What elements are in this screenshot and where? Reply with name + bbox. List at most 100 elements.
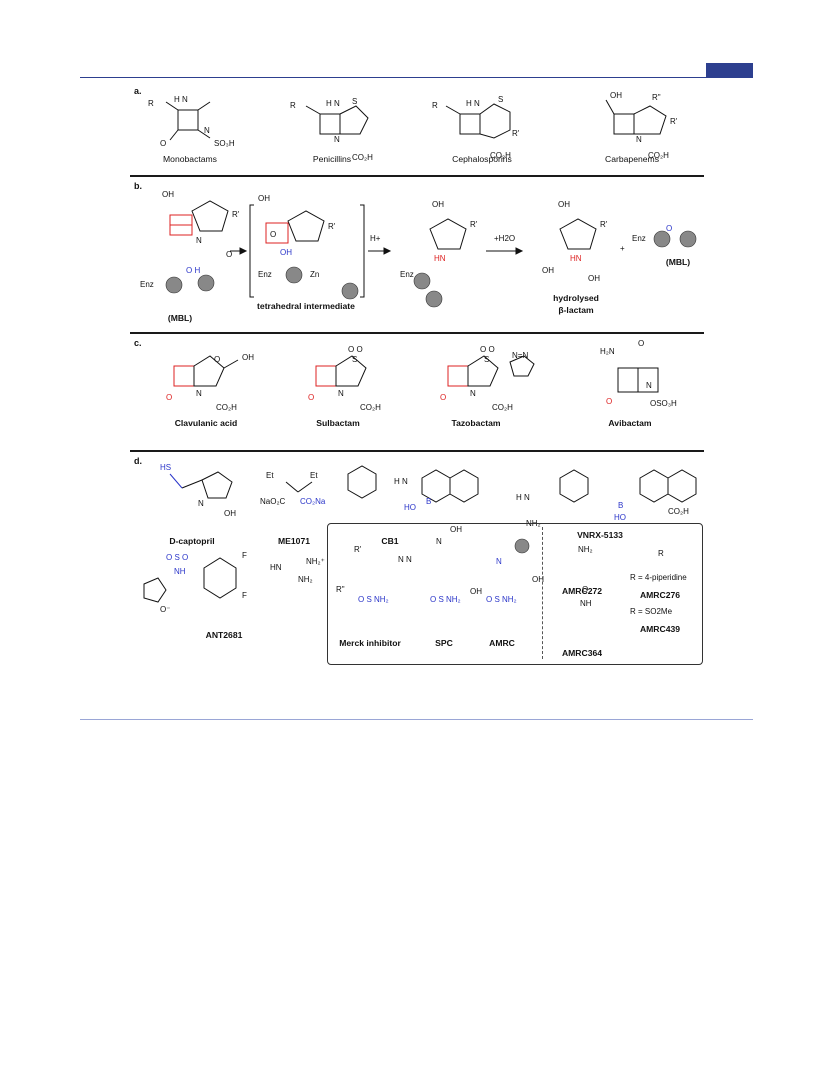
panel-b-label: b. bbox=[134, 181, 142, 191]
caption-d-captopril: D-captopril bbox=[169, 536, 215, 546]
svg-text:N: N bbox=[334, 135, 340, 144]
svg-text:CO₂H: CO₂H bbox=[668, 507, 689, 516]
svg-text:R': R' bbox=[670, 117, 678, 126]
svg-text:N: N bbox=[470, 389, 476, 398]
svg-text:Enz: Enz bbox=[140, 280, 154, 289]
svg-text:R': R' bbox=[512, 129, 520, 138]
svg-text:OH: OH bbox=[470, 587, 482, 596]
svg-text:N: N bbox=[204, 126, 210, 135]
caption-me1071: ME1071 bbox=[277, 536, 311, 546]
svg-text:OH: OH bbox=[258, 194, 270, 203]
svg-text:OH: OH bbox=[280, 248, 292, 257]
header-tab bbox=[706, 63, 753, 78]
svg-text:O: O bbox=[666, 224, 672, 233]
panel-divider-ab bbox=[130, 175, 704, 177]
svg-text:O S O: O S O bbox=[166, 553, 188, 562]
caption-amrc272: AMRC272 bbox=[561, 586, 603, 596]
svg-text:CO₂H: CO₂H bbox=[492, 403, 513, 412]
svg-text:HO: HO bbox=[614, 513, 626, 522]
svg-text:H N: H N bbox=[516, 493, 530, 502]
svg-text:O: O bbox=[308, 393, 314, 402]
svg-text:R": R" bbox=[652, 93, 661, 102]
svg-text:Et: Et bbox=[266, 471, 274, 480]
caption-merck-inhibitor: Merck inhibitor bbox=[339, 638, 401, 648]
svg-text:R: R bbox=[658, 549, 664, 558]
panel-b: b. OHR'NOO H EnzZnOOH OHR'EnzZnZn bbox=[130, 177, 704, 332]
caption-mbl-right: (MBL) bbox=[665, 257, 691, 267]
svg-text:O: O bbox=[582, 585, 588, 594]
svg-text:N: N bbox=[196, 236, 202, 245]
svg-text:N: N bbox=[198, 499, 204, 508]
svg-text:CO₂H: CO₂H bbox=[360, 403, 381, 412]
svg-text:F: F bbox=[242, 591, 247, 600]
panel-divider-cd bbox=[130, 450, 704, 452]
caption-spc: SPC bbox=[435, 638, 453, 648]
panel-b-structures: OHR'NOO H EnzZnOOH OHR'EnzZnZn H+ OHR'HN… bbox=[140, 190, 697, 308]
svg-text:H₂N: H₂N bbox=[600, 347, 615, 356]
svg-text:CO₂H: CO₂H bbox=[216, 403, 237, 412]
caption-vnrx-5133: VNRX-5133 bbox=[577, 530, 623, 540]
svg-text:O: O bbox=[226, 250, 232, 259]
svg-text:N=N: N=N bbox=[512, 351, 528, 360]
caption-beta-lactam: β-lactam bbox=[558, 305, 594, 315]
svg-text:R: R bbox=[148, 99, 154, 108]
svg-text:N: N bbox=[636, 135, 642, 144]
svg-text:Zn: Zn bbox=[310, 270, 319, 279]
svg-text:R': R' bbox=[328, 222, 336, 231]
svg-text:O: O bbox=[270, 230, 276, 239]
svg-text:S: S bbox=[352, 97, 357, 106]
svg-text:OH: OH bbox=[542, 266, 554, 275]
caption-tazobactam: Tazobactam bbox=[451, 418, 501, 428]
caption-amrc276: AMRC276 bbox=[639, 590, 681, 600]
arrow-label-proton: H+ bbox=[370, 234, 381, 243]
svg-text:N: N bbox=[436, 537, 442, 546]
svg-text:HN: HN bbox=[270, 563, 282, 572]
svg-text:O S NH₂: O S NH₂ bbox=[358, 595, 389, 604]
svg-text:OH: OH bbox=[610, 91, 622, 100]
caption-carbapenems: Carbapenems bbox=[605, 154, 659, 164]
svg-text:OH: OH bbox=[162, 190, 174, 199]
svg-text:O H: O H bbox=[186, 266, 200, 275]
svg-text:O: O bbox=[606, 397, 612, 406]
svg-text:N: N bbox=[338, 389, 344, 398]
svg-text:N: N bbox=[646, 381, 652, 390]
svg-text:OH: OH bbox=[450, 525, 462, 534]
svg-text:NH₂: NH₂ bbox=[578, 545, 593, 554]
svg-text:HN: HN bbox=[434, 254, 446, 263]
svg-text:CO₂Na: CO₂Na bbox=[300, 497, 326, 506]
svg-text:O O: O O bbox=[348, 345, 363, 354]
svg-text:OH: OH bbox=[242, 353, 254, 362]
caption-monobactams: Monobactams bbox=[163, 154, 217, 164]
svg-text:HN: HN bbox=[570, 254, 582, 263]
svg-text:R": R" bbox=[336, 585, 345, 594]
svg-text:Enz: Enz bbox=[258, 270, 272, 279]
svg-text:Enz: Enz bbox=[632, 234, 646, 243]
svg-text:R': R' bbox=[600, 220, 608, 229]
svg-text:OH: OH bbox=[588, 274, 600, 283]
svg-text:CO₂H: CO₂H bbox=[648, 151, 669, 160]
svg-text:OH: OH bbox=[432, 200, 444, 209]
svg-text:O S NH₂: O S NH₂ bbox=[486, 595, 517, 604]
svg-text:H N: H N bbox=[174, 95, 188, 104]
svg-text:B: B bbox=[426, 497, 431, 506]
caption-amrc439: AMRC439 bbox=[639, 624, 681, 634]
svg-text:NH₂: NH₂ bbox=[298, 575, 313, 584]
svg-text:N: N bbox=[196, 389, 202, 398]
svg-text:N N: N N bbox=[398, 555, 412, 564]
svg-text:H N: H N bbox=[394, 477, 408, 486]
svg-text:NH: NH bbox=[580, 599, 592, 608]
svg-text:O: O bbox=[166, 393, 172, 402]
svg-text:R: R bbox=[290, 101, 296, 110]
arrow-label-water: +H2O bbox=[494, 234, 515, 243]
caption-tetrahedral-intermediate: tetrahedral intermediate bbox=[257, 301, 355, 311]
svg-text:OH: OH bbox=[224, 509, 236, 518]
svg-text:HO: HO bbox=[404, 503, 416, 512]
caption-amrc364: AMRC364 bbox=[561, 648, 603, 658]
panel-a-label: a. bbox=[134, 86, 142, 96]
svg-text:O⁻: O⁻ bbox=[160, 605, 170, 614]
substituent-so2me: R = SO2Me bbox=[630, 607, 673, 616]
